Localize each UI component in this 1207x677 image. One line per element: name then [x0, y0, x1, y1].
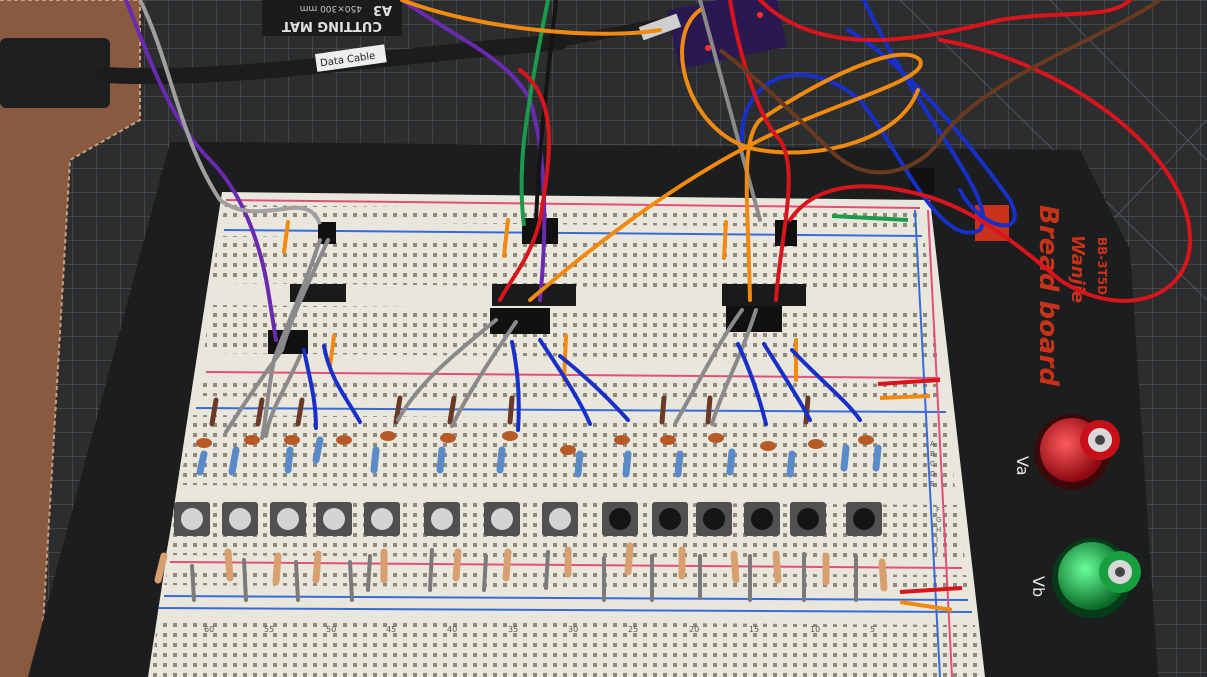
leather-notebook: [0, 0, 140, 677]
push-button: [602, 502, 638, 536]
svg-text:A: A: [930, 440, 935, 448]
brand-line1: Bread board: [1033, 205, 1063, 386]
gray-wires: [224, 0, 762, 440]
orange-jumper-bottom: [899, 600, 953, 612]
column-numbers: 60 55 50 45 40 35 30 25 20 15 10 5: [204, 625, 875, 634]
svg-text:H: H: [936, 526, 941, 534]
svg-text:40: 40: [447, 625, 457, 634]
svg-text:50: 50: [326, 625, 336, 634]
push-button: [222, 502, 258, 536]
ceramic-capacitors: [196, 431, 874, 455]
red-jumper-right: [877, 378, 941, 386]
orange-jumper-right: [879, 394, 931, 400]
push-button: [270, 502, 306, 536]
push-button: [846, 502, 882, 536]
svg-text:55: 55: [264, 625, 274, 634]
svg-text:E: E: [930, 480, 934, 488]
svg-text:G: G: [936, 516, 941, 524]
blue-wires: [302, 0, 1017, 432]
mat-label: CUTTING MAT A3 450×300 mm: [262, 0, 402, 36]
push-button: [696, 502, 732, 536]
svg-text:C: C: [930, 460, 935, 468]
svg-text:5: 5: [870, 625, 875, 634]
orange-wires: [400, 0, 923, 302]
power-rails: [157, 199, 973, 677]
black-wire: [534, 0, 558, 221]
binding-post-green: [1052, 538, 1141, 618]
mat-size: A3: [373, 2, 392, 17]
push-button: [424, 502, 460, 536]
red-wires: [498, 0, 1193, 303]
green-wire: [519, 0, 550, 227]
push-button: [316, 502, 352, 536]
red-jumper-bottom: [899, 586, 963, 594]
push-button: [790, 502, 826, 536]
svg-text:60: 60: [204, 625, 214, 634]
orange-jumpers: [282, 218, 798, 382]
svg-text:35: 35: [508, 625, 518, 634]
svg-text:B: B: [930, 450, 935, 458]
post-a-label: Va: [1013, 456, 1032, 476]
push-button: [484, 502, 520, 536]
row-letters: A B C D E F G H I J: [930, 440, 941, 554]
push-button: [542, 502, 578, 536]
microcontroller-board: [638, 0, 787, 70]
gray-jumpers: [190, 548, 858, 602]
push-button: [652, 502, 688, 536]
push-buttons: [174, 502, 882, 536]
svg-text:30: 30: [568, 625, 578, 634]
post-b-label: Vb: [1029, 576, 1048, 597]
push-button: [744, 502, 780, 536]
tan-resistors: [154, 542, 888, 592]
push-button: [174, 502, 210, 536]
header-connectors: [268, 168, 934, 354]
svg-text:15: 15: [749, 625, 759, 634]
mat-dimensions: 450×300 mm: [300, 3, 362, 13]
push-button: [364, 502, 400, 536]
svg-text:20: 20: [689, 625, 699, 634]
brown-resistors: [209, 395, 811, 427]
svg-text:F: F: [936, 506, 940, 514]
binding-post-red: [1034, 414, 1120, 490]
svg-text:D: D: [930, 470, 935, 478]
blue-resistors: [196, 436, 882, 478]
green-jumper: [831, 214, 909, 222]
svg-text:25: 25: [628, 625, 638, 634]
svg-text:45: 45: [386, 625, 396, 634]
brand-model: BB-3T5D: [1095, 237, 1109, 295]
svg-text:J: J: [935, 546, 938, 554]
gray-wire-top: [138, 0, 322, 225]
brown-wire: [718, 0, 1162, 175]
svg-text:10: 10: [810, 625, 820, 634]
mat-title: CUTTING MAT: [282, 18, 382, 33]
svg-text:I: I: [936, 536, 938, 544]
